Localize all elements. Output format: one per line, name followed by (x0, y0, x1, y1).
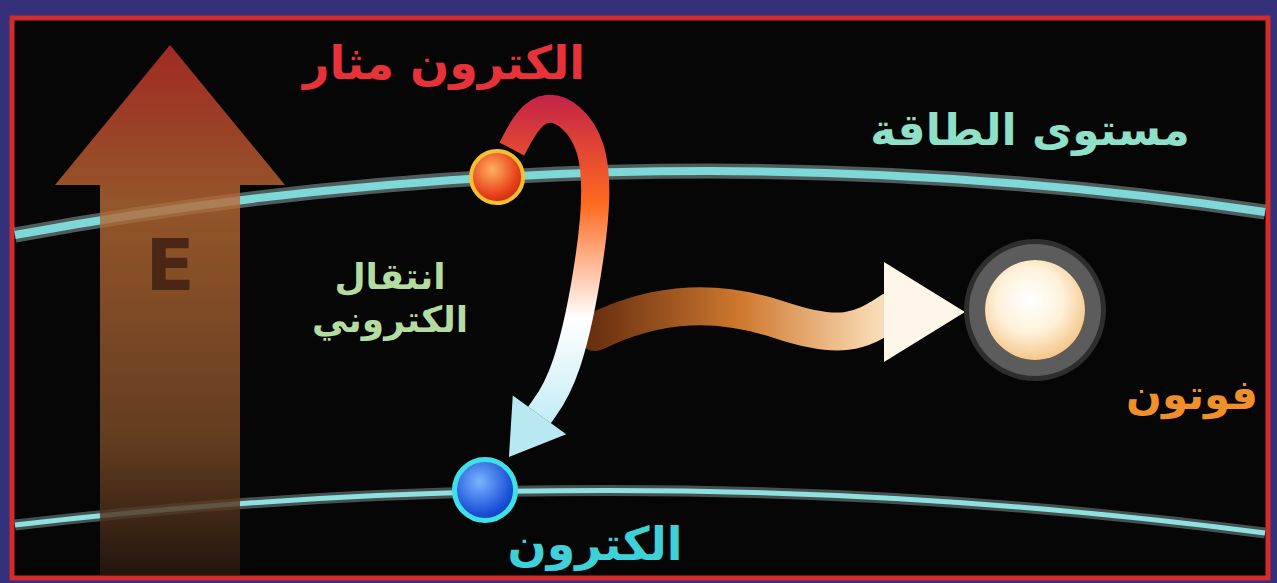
energy-level-label: مستوى الطاقة (870, 104, 1190, 157)
electron-label: الكترون (507, 517, 682, 572)
photon-label: فوتون (1126, 370, 1258, 420)
arrow-head (509, 396, 566, 457)
energy-arrow-body (55, 45, 285, 575)
photon: فوتون (985, 260, 1085, 360)
excited-electron-label: الكترون مثار (303, 36, 585, 91)
photon-arrow-head (884, 262, 965, 362)
photon-emission-arrow (595, 306, 890, 332)
energy-symbol: E (145, 222, 194, 308)
energy-arrow: E (55, 45, 285, 575)
excited-electron: الكترون مثار (469, 149, 525, 205)
transition-arrow-body (512, 109, 596, 415)
transition-arrow (509, 109, 595, 457)
energy-arrow-shape (55, 45, 285, 575)
frame (12, 18, 1268, 578)
electron: الكترون (452, 457, 518, 523)
transition-label: انتقال الكتروني (312, 255, 468, 341)
